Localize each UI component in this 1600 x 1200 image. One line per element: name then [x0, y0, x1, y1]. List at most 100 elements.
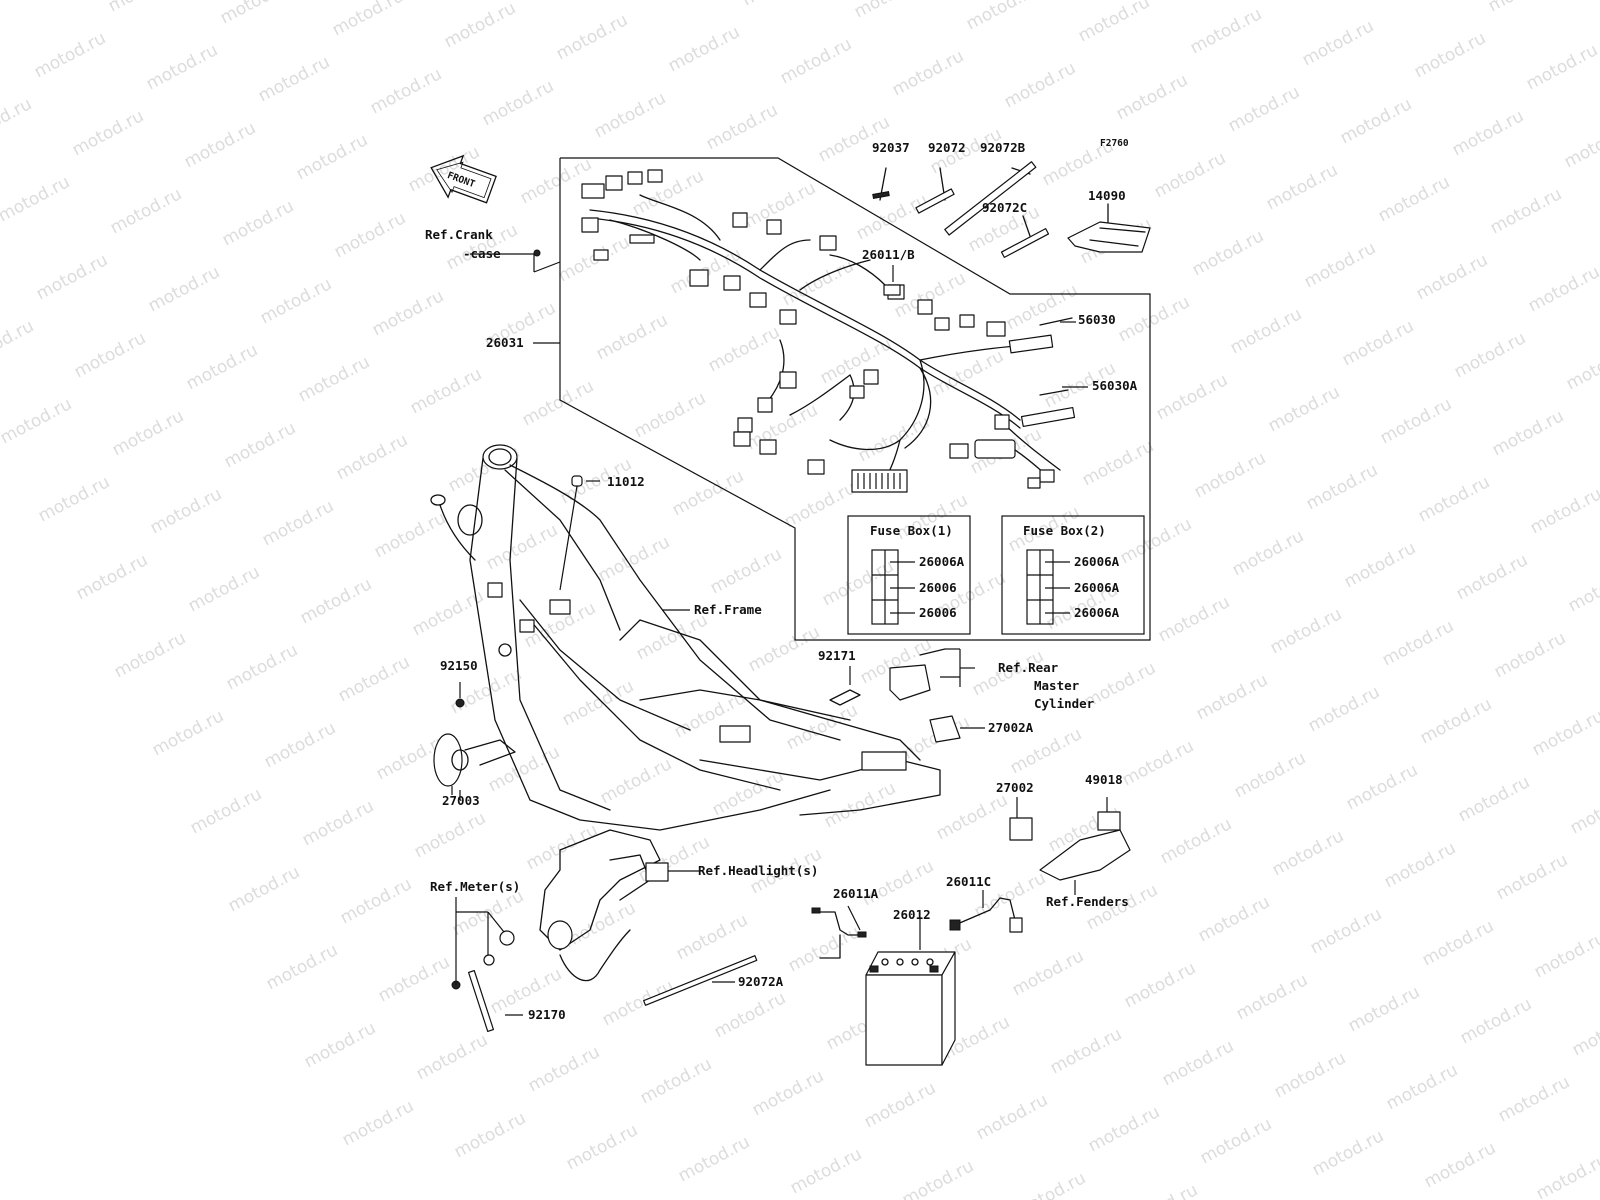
watermark-text: motod.ru: [633, 610, 711, 664]
label-27002a: 27002A: [988, 720, 1034, 735]
figure-code: F2760: [1100, 138, 1129, 149]
label-92072b: 92072B: [980, 140, 1026, 155]
watermark-text: motod.ru: [1457, 994, 1535, 1048]
watermark-text: motod.ru: [1197, 1114, 1275, 1168]
watermark-text: motod.ru: [105, 0, 183, 16]
watermark-text: motod.ru: [519, 376, 597, 430]
watermark-text: motod.ru: [1455, 772, 1533, 826]
watermark-text: motod.ru: [1339, 316, 1417, 370]
label-27003: 27003: [442, 793, 480, 808]
watermark-text: motod.ru: [149, 706, 227, 760]
watermark-text: motod.ru: [1117, 514, 1195, 568]
part-26011b-wire: [829, 254, 901, 296]
watermark-text: motod.ru: [0, 0, 71, 4]
front-label: FRONT: [446, 170, 477, 190]
watermark-text: motod.ru: [1085, 1102, 1163, 1156]
watermark-text: motod.ru: [851, 0, 929, 22]
watermark-text: motod.ru: [1263, 160, 1341, 214]
fuse-box-1-part-3: 26006: [919, 605, 957, 620]
watermark-text: motod.ru: [1309, 1126, 1387, 1180]
ref-rear-master-line2: Master: [1034, 678, 1080, 693]
watermark-text: motod.ru: [219, 196, 297, 250]
watermark-text: motod.ru: [1493, 850, 1571, 904]
watermark-text: motod.ru: [1449, 106, 1527, 160]
watermark-text: motod.ru: [1337, 94, 1415, 148]
watermark-text: motod.ru: [1491, 628, 1569, 682]
watermark-text: motod.ru: [1047, 1024, 1125, 1078]
ref-rear-master-line3: Cylinder: [1034, 696, 1095, 711]
watermark-text: motod.ru: [367, 64, 445, 118]
watermark-text: motod.ru: [1485, 0, 1563, 16]
watermark-text: motod.ru: [0, 94, 35, 148]
watermark-text: motod.ru: [483, 520, 561, 574]
watermark-text: motod.ru: [335, 652, 413, 706]
label-92150: 92150: [440, 658, 478, 673]
watermark-text: motod.ru: [181, 118, 259, 172]
watermark-text: motod.ru: [185, 562, 263, 616]
leader-lines: [459, 249, 690, 800]
watermark-text: motod.ru: [595, 532, 673, 586]
watermark-text: motod.ru: [301, 1018, 379, 1072]
label-49018: 49018: [1085, 772, 1123, 787]
watermark-text: motod.ru: [1271, 1048, 1349, 1102]
watermark-text: motod.ru: [1379, 616, 1457, 670]
watermark-text: motod.ru: [147, 484, 225, 538]
ref-rear-master-line1: Ref.Rear: [998, 660, 1059, 675]
part-26011c-cable: [949, 890, 1023, 933]
watermark-text: motod.ru: [221, 418, 299, 472]
watermark-text: motod.ru: [1531, 928, 1600, 982]
watermark-text: motod.ru: [1597, 0, 1600, 28]
label-26031: 26031: [486, 335, 524, 350]
watermark-text: motod.ru: [479, 76, 557, 130]
fuse-box-1-title: Fuse Box(1): [870, 523, 953, 538]
watermark-text: motod.ru: [669, 466, 747, 520]
part-56030-parts: [1008, 317, 1088, 428]
watermark-text: motod.ru: [1421, 1138, 1499, 1192]
watermark-text: motod.ru: [1523, 40, 1600, 94]
label-56030a: 56030A: [1092, 378, 1138, 393]
watermark-text: motod.ru: [1079, 436, 1157, 490]
watermark-text: motod.ru: [1157, 814, 1235, 868]
part-14090-cover: [1067, 203, 1151, 253]
watermark-text: motod.ru: [711, 988, 789, 1042]
watermark-text: motod.ru: [69, 106, 147, 160]
part-92171-clamp: [829, 666, 861, 706]
watermark-text: motod.ru: [561, 898, 639, 952]
ref-meter: Ref.Meter(s): [430, 879, 520, 894]
watermark-text: motod.ru: [1115, 292, 1193, 346]
watermark-text: motod.ru: [525, 1042, 603, 1096]
watermark-text: motod.ru: [1191, 448, 1269, 502]
watermark-text: motod.ru: [329, 0, 407, 40]
watermark-text: motod.ru: [73, 550, 151, 604]
watermark-text: motod.ru: [1419, 916, 1497, 970]
frame-drawing: [430, 444, 941, 831]
watermark-text: motod.ru: [1075, 0, 1153, 46]
watermark-text: motod.ru: [1269, 826, 1347, 880]
label-26011b: 26011/B: [862, 247, 915, 262]
watermark-text: motod.ru: [369, 286, 447, 340]
watermark-text: motod.ru: [665, 22, 743, 76]
watermark-text: motod.ru: [1265, 382, 1343, 436]
watermark-text: motod.ru: [407, 364, 485, 418]
watermark-text: motod.ru: [705, 322, 783, 376]
watermark-text: motod.ru: [451, 1108, 529, 1162]
watermark-text: motod.ru: [593, 310, 671, 364]
watermark-text: motod.ru: [933, 790, 1011, 844]
part-labels: 92037 92072 92072B 92072C 14090 26011/B …: [425, 140, 1138, 1022]
watermark-text: motod.ru: [1565, 562, 1600, 616]
watermark-text: motod.ru: [1231, 748, 1309, 802]
label-14090: 14090: [1088, 188, 1126, 203]
watermark-text: motod.ru: [1303, 460, 1381, 514]
watermark-text: motod.ru: [703, 100, 781, 154]
label-26012: 26012: [893, 907, 931, 922]
watermark-text: motod.ru: [1563, 340, 1600, 394]
watermark-text: motod.ru: [787, 1144, 865, 1198]
watermark-text: motod.ru: [1189, 226, 1267, 280]
headlight-bracket-drawing: [451, 829, 700, 1033]
fuse-box-2-title: Fuse Box(2): [1023, 523, 1106, 538]
watermark-text: motod.ru: [35, 472, 113, 526]
ref-crankcase-line2: -case: [463, 246, 501, 261]
watermark-text: motod.ru: [1529, 706, 1600, 760]
watermark-text: motod.ru: [899, 1156, 977, 1200]
label-11012: 11012: [607, 474, 645, 489]
